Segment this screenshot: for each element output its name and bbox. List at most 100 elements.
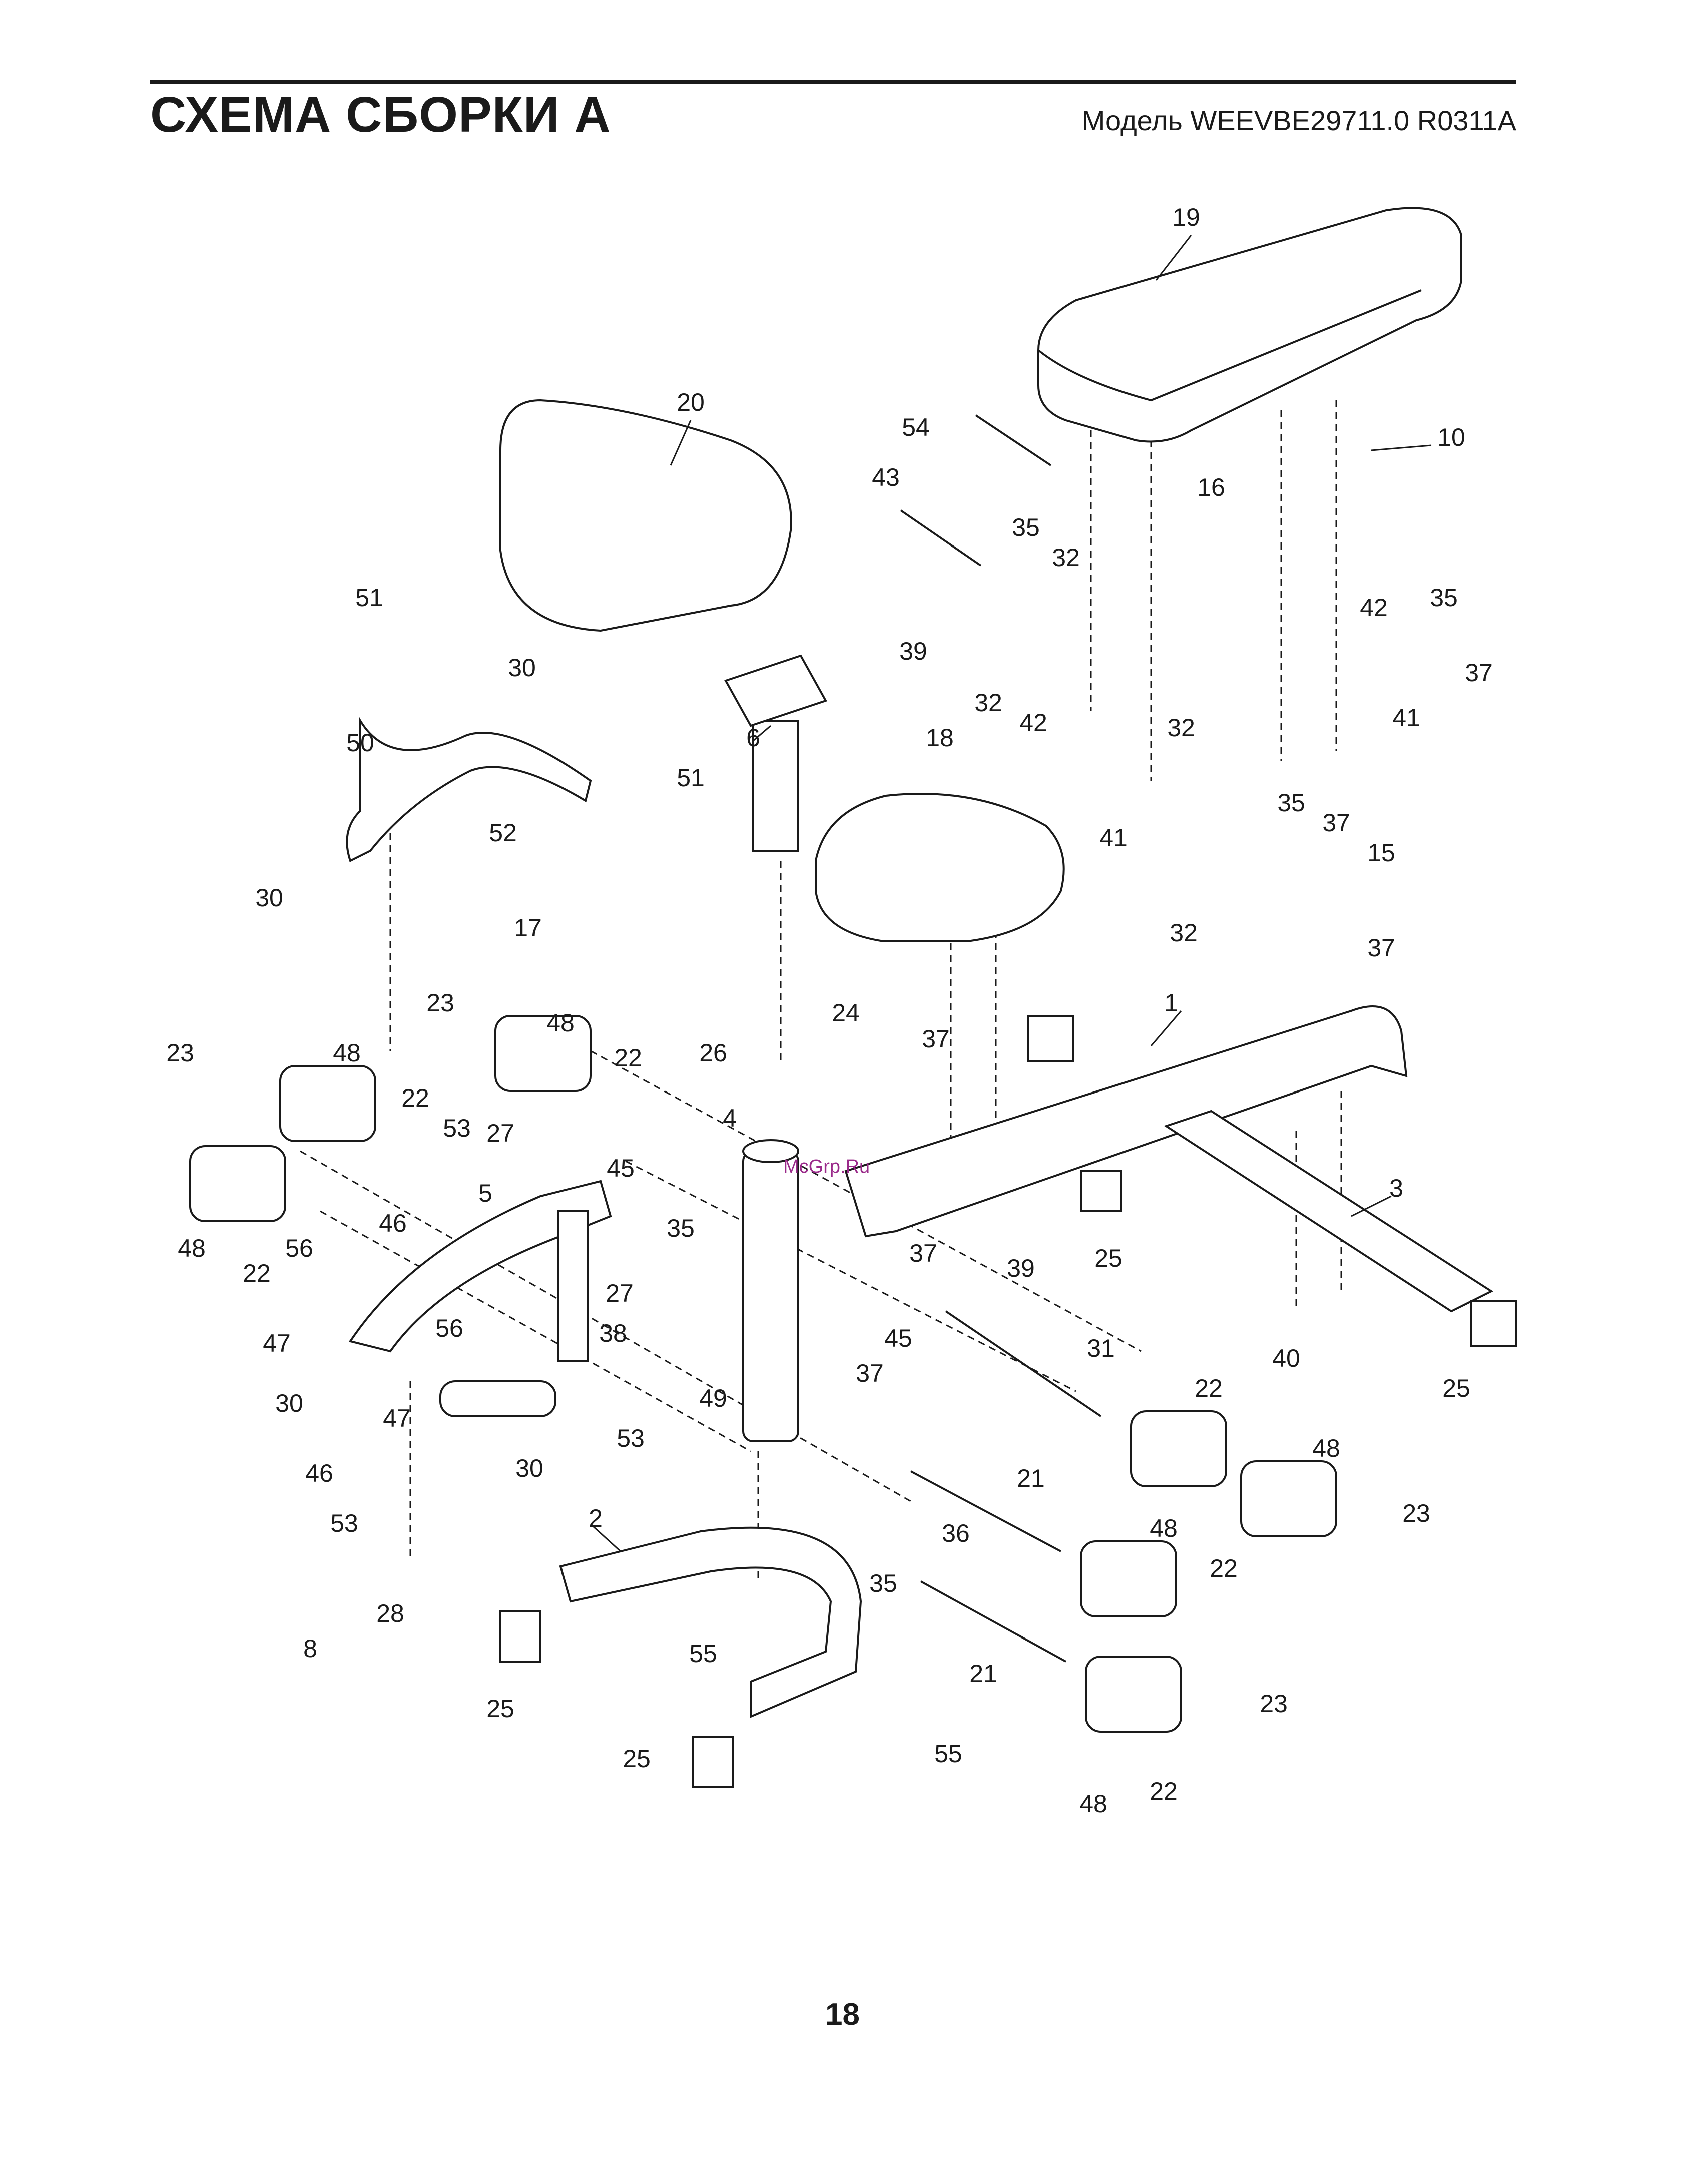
part-callout-48: 48 [1079,1790,1107,1818]
part-callout-25: 25 [1442,1374,1470,1402]
part-callout-30: 30 [515,1454,543,1482]
part-callout-22: 22 [614,1044,642,1072]
part-callout-39: 39 [1007,1254,1035,1282]
page-number: 18 [825,1997,860,2032]
part-callout-22: 22 [1210,1554,1238,1582]
part-callout-25: 25 [1094,1244,1122,1272]
part-callout-46: 46 [379,1209,407,1237]
back-pad-part [1037,207,1462,443]
foam-rollers [189,1015,1337,1733]
part-callout-21: 21 [1017,1464,1045,1492]
part-callout-32: 32 [974,689,1002,717]
part-callout-27: 27 [486,1119,514,1147]
part-callout-55: 55 [689,1640,717,1668]
part-callout-49: 49 [699,1384,727,1412]
part-callout-2: 2 [589,1504,603,1532]
part-callout-23: 23 [1402,1499,1430,1527]
front-stabilizer-part [559,1526,862,1719]
part-callout-35: 35 [1012,513,1040,541]
part-callout-41: 41 [1099,824,1128,852]
page-title: СХЕМА СБОРКИ А [150,87,611,143]
part-callout-28: 28 [376,1599,404,1627]
part-callout-52: 52 [489,819,517,847]
part-callout-41: 41 [1392,704,1420,732]
part-callout-56: 56 [435,1314,463,1342]
part-callout-25: 25 [623,1745,651,1773]
part-callout-48: 48 [333,1039,361,1067]
part-callout-53: 53 [617,1424,645,1452]
part-callout-18: 18 [926,724,954,752]
part-callout-35: 35 [1430,584,1458,612]
part-callout-48: 48 [1150,1514,1178,1542]
part-callout-39: 39 [899,637,927,665]
part-callout-24: 24 [832,999,860,1027]
part-callout-51: 51 [677,764,705,792]
part-callout-40: 40 [1272,1344,1300,1372]
part-callout-32: 32 [1052,543,1080,572]
part-callout-56: 56 [285,1234,313,1262]
part-callout-36: 36 [942,1519,970,1547]
part-callout-35: 35 [667,1214,695,1242]
header-rule [150,80,1516,84]
rear-stabilizer-part [1164,1110,1494,1313]
part-callout-38: 38 [599,1319,627,1347]
part-callout-46: 46 [305,1459,333,1487]
part-callout-32: 32 [1167,714,1195,742]
part-callout-15: 15 [1367,839,1395,867]
end-cap-parts [499,1170,1517,1788]
part-callout-53: 53 [443,1114,471,1142]
leg-holder-part [346,717,592,862]
part-callout-48: 48 [178,1234,206,1262]
part-callout-54: 54 [902,413,930,441]
part-callout-50: 50 [346,729,374,757]
part-callout-47: 47 [263,1329,291,1357]
watermark: McGrp.Ru [783,1156,870,1177]
part-callout-20: 20 [677,388,705,416]
leg-lever-part [348,1180,612,1417]
seat-post-part [724,654,827,852]
part-callout-47: 47 [383,1404,411,1432]
part-callout-30: 30 [255,884,283,912]
part-callout-37: 37 [1367,934,1395,962]
part-callout-51: 51 [355,584,383,612]
part-callout-25: 25 [486,1695,514,1723]
part-callout-23: 23 [426,989,454,1017]
callout-leaders [592,235,1432,1552]
part-callout-21: 21 [969,1660,997,1688]
part-callout-17: 17 [514,914,542,942]
part-callout-22: 22 [1195,1374,1223,1402]
part-callout-42: 42 [1360,594,1388,622]
part-callout-22: 22 [243,1259,271,1287]
part-callout-45: 45 [607,1154,635,1182]
part-callout-26: 26 [699,1039,727,1067]
part-callout-16: 16 [1197,473,1225,501]
part-callout-30: 30 [275,1389,303,1417]
part-callout-45: 45 [884,1324,912,1352]
part-callout-19: 19 [1172,203,1200,231]
part-callout-4: 4 [723,1104,737,1132]
part-callout-6: 6 [746,724,760,752]
part-callout-48: 48 [546,1009,575,1037]
part-callout-37: 37 [856,1359,884,1387]
part-callout-48: 48 [1312,1434,1340,1462]
part-callout-37: 37 [909,1239,937,1267]
part-callout-42: 42 [1019,709,1047,737]
small-seat-pad-part [815,793,1065,942]
part-callout-37: 37 [1322,809,1350,837]
part-callout-43: 43 [872,463,900,491]
part-callout-31: 31 [1087,1334,1115,1362]
seat-pad-part [499,399,792,632]
part-callout-35: 35 [869,1569,897,1597]
part-callout-22: 22 [1150,1777,1178,1805]
part-callout-23: 23 [166,1039,194,1067]
part-callout-53: 53 [330,1509,358,1537]
upright-tube-part [742,1139,799,1442]
rod-parts [900,414,1102,1663]
part-callout-1: 1 [1164,989,1178,1017]
part-callout-32: 32 [1170,919,1198,947]
part-callout-37: 37 [922,1025,950,1053]
main-frame-part [844,1005,1408,1238]
part-callout-30: 30 [508,654,536,682]
